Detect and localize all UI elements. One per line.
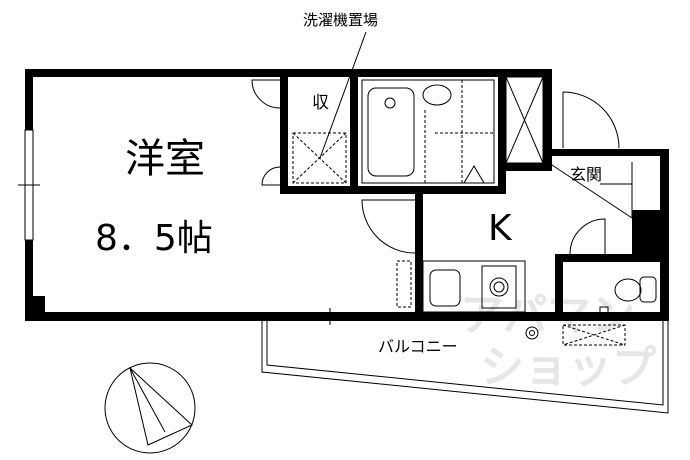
washer-space-label: 洗濯機置場	[303, 11, 378, 29]
toilet	[599, 276, 657, 314]
western-room-size: 8．5帖	[95, 218, 213, 259]
walls	[18, 69, 669, 321]
svg-text:ショップ: ショップ	[480, 342, 656, 393]
washer-space: 収 洗濯機置場	[292, 11, 378, 184]
storage-label: 収	[312, 93, 329, 113]
kitchen-fixtures	[396, 260, 526, 313]
western-room-label: 洋室	[125, 136, 205, 182]
cupboard	[505, 76, 544, 164]
bathroom	[361, 79, 495, 184]
kitchen-label: K	[488, 208, 513, 249]
doors	[251, 79, 633, 255]
balcony-label: バルコニー	[378, 337, 458, 356]
entrance-label: 玄関	[570, 165, 602, 184]
compass-icon	[104, 362, 196, 454]
